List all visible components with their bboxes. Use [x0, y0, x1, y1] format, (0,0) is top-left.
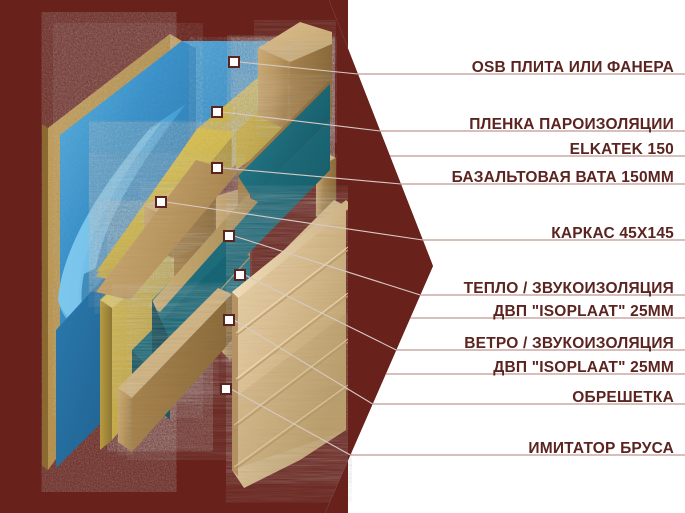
leader-line-thermal [233, 235, 421, 296]
marker-siding[interactable] [220, 383, 232, 395]
marker-squares-group [155, 56, 246, 395]
marker-fill [213, 108, 221, 116]
label-osb: OSB ПЛИТА ИЛИ ФАНЕРА [471, 59, 674, 76]
marker-fill [230, 58, 238, 66]
marker-osb[interactable] [228, 56, 240, 68]
marker-vapor[interactable] [211, 106, 223, 118]
leader-line-basalt [221, 167, 401, 185]
leader-line-siding [230, 388, 351, 456]
label-wind_b: ДВП "ISOPLAAT" 25ММ [493, 359, 674, 376]
marker-fill [225, 232, 233, 240]
board-light-strip [118, 288, 232, 452]
marker-fill [225, 316, 233, 324]
leader-line-battens [233, 319, 373, 405]
label-battens: ОБРЕШЕТКА [572, 389, 674, 406]
label-frame: КАРКАС 45Х145 [551, 225, 674, 242]
label-basalt: БАЗАЛЬТОВАЯ ВАТА 150ММ [451, 169, 674, 186]
wood-siding-layer [232, 200, 352, 488]
leader-line-vapor [221, 111, 381, 132]
marker-fill [222, 385, 230, 393]
label-rules-group [350, 73, 685, 456]
label-wind: ВЕТРО / ЗВУКОИЗОЛЯЦИЯ [464, 335, 674, 352]
marker-wind[interactable] [234, 269, 246, 281]
label-vapor: ПЛЕНКА ПАРОИЗОЛЯЦИИ [469, 116, 674, 133]
marker-basalt[interactable] [211, 162, 223, 174]
leader-line-osb [238, 61, 358, 75]
marker-battens[interactable] [223, 314, 235, 326]
label-elkatek: ELKATEK 150 [569, 141, 674, 158]
red-panel-right-wedge [325, 0, 433, 513]
marker-fill [236, 271, 244, 279]
marker-fill [157, 198, 165, 206]
leader-lines-group [165, 61, 423, 456]
label-siding: ИМИТАТОР БРУСА [528, 440, 674, 457]
marker-thermal[interactable] [223, 230, 235, 242]
marker-fill [213, 164, 221, 172]
marker-frame[interactable] [155, 196, 167, 208]
label-thermal_b: ДВП "ISOPLAAT" 25ММ [493, 303, 674, 320]
label-thermal: ТЕПЛО / ЗВУКОИЗОЛЯЦИЯ [463, 280, 674, 297]
red-panel-foreground-clip [348, 0, 685, 513]
leader-line-wind [244, 274, 397, 351]
leader-line-frame [165, 201, 423, 241]
